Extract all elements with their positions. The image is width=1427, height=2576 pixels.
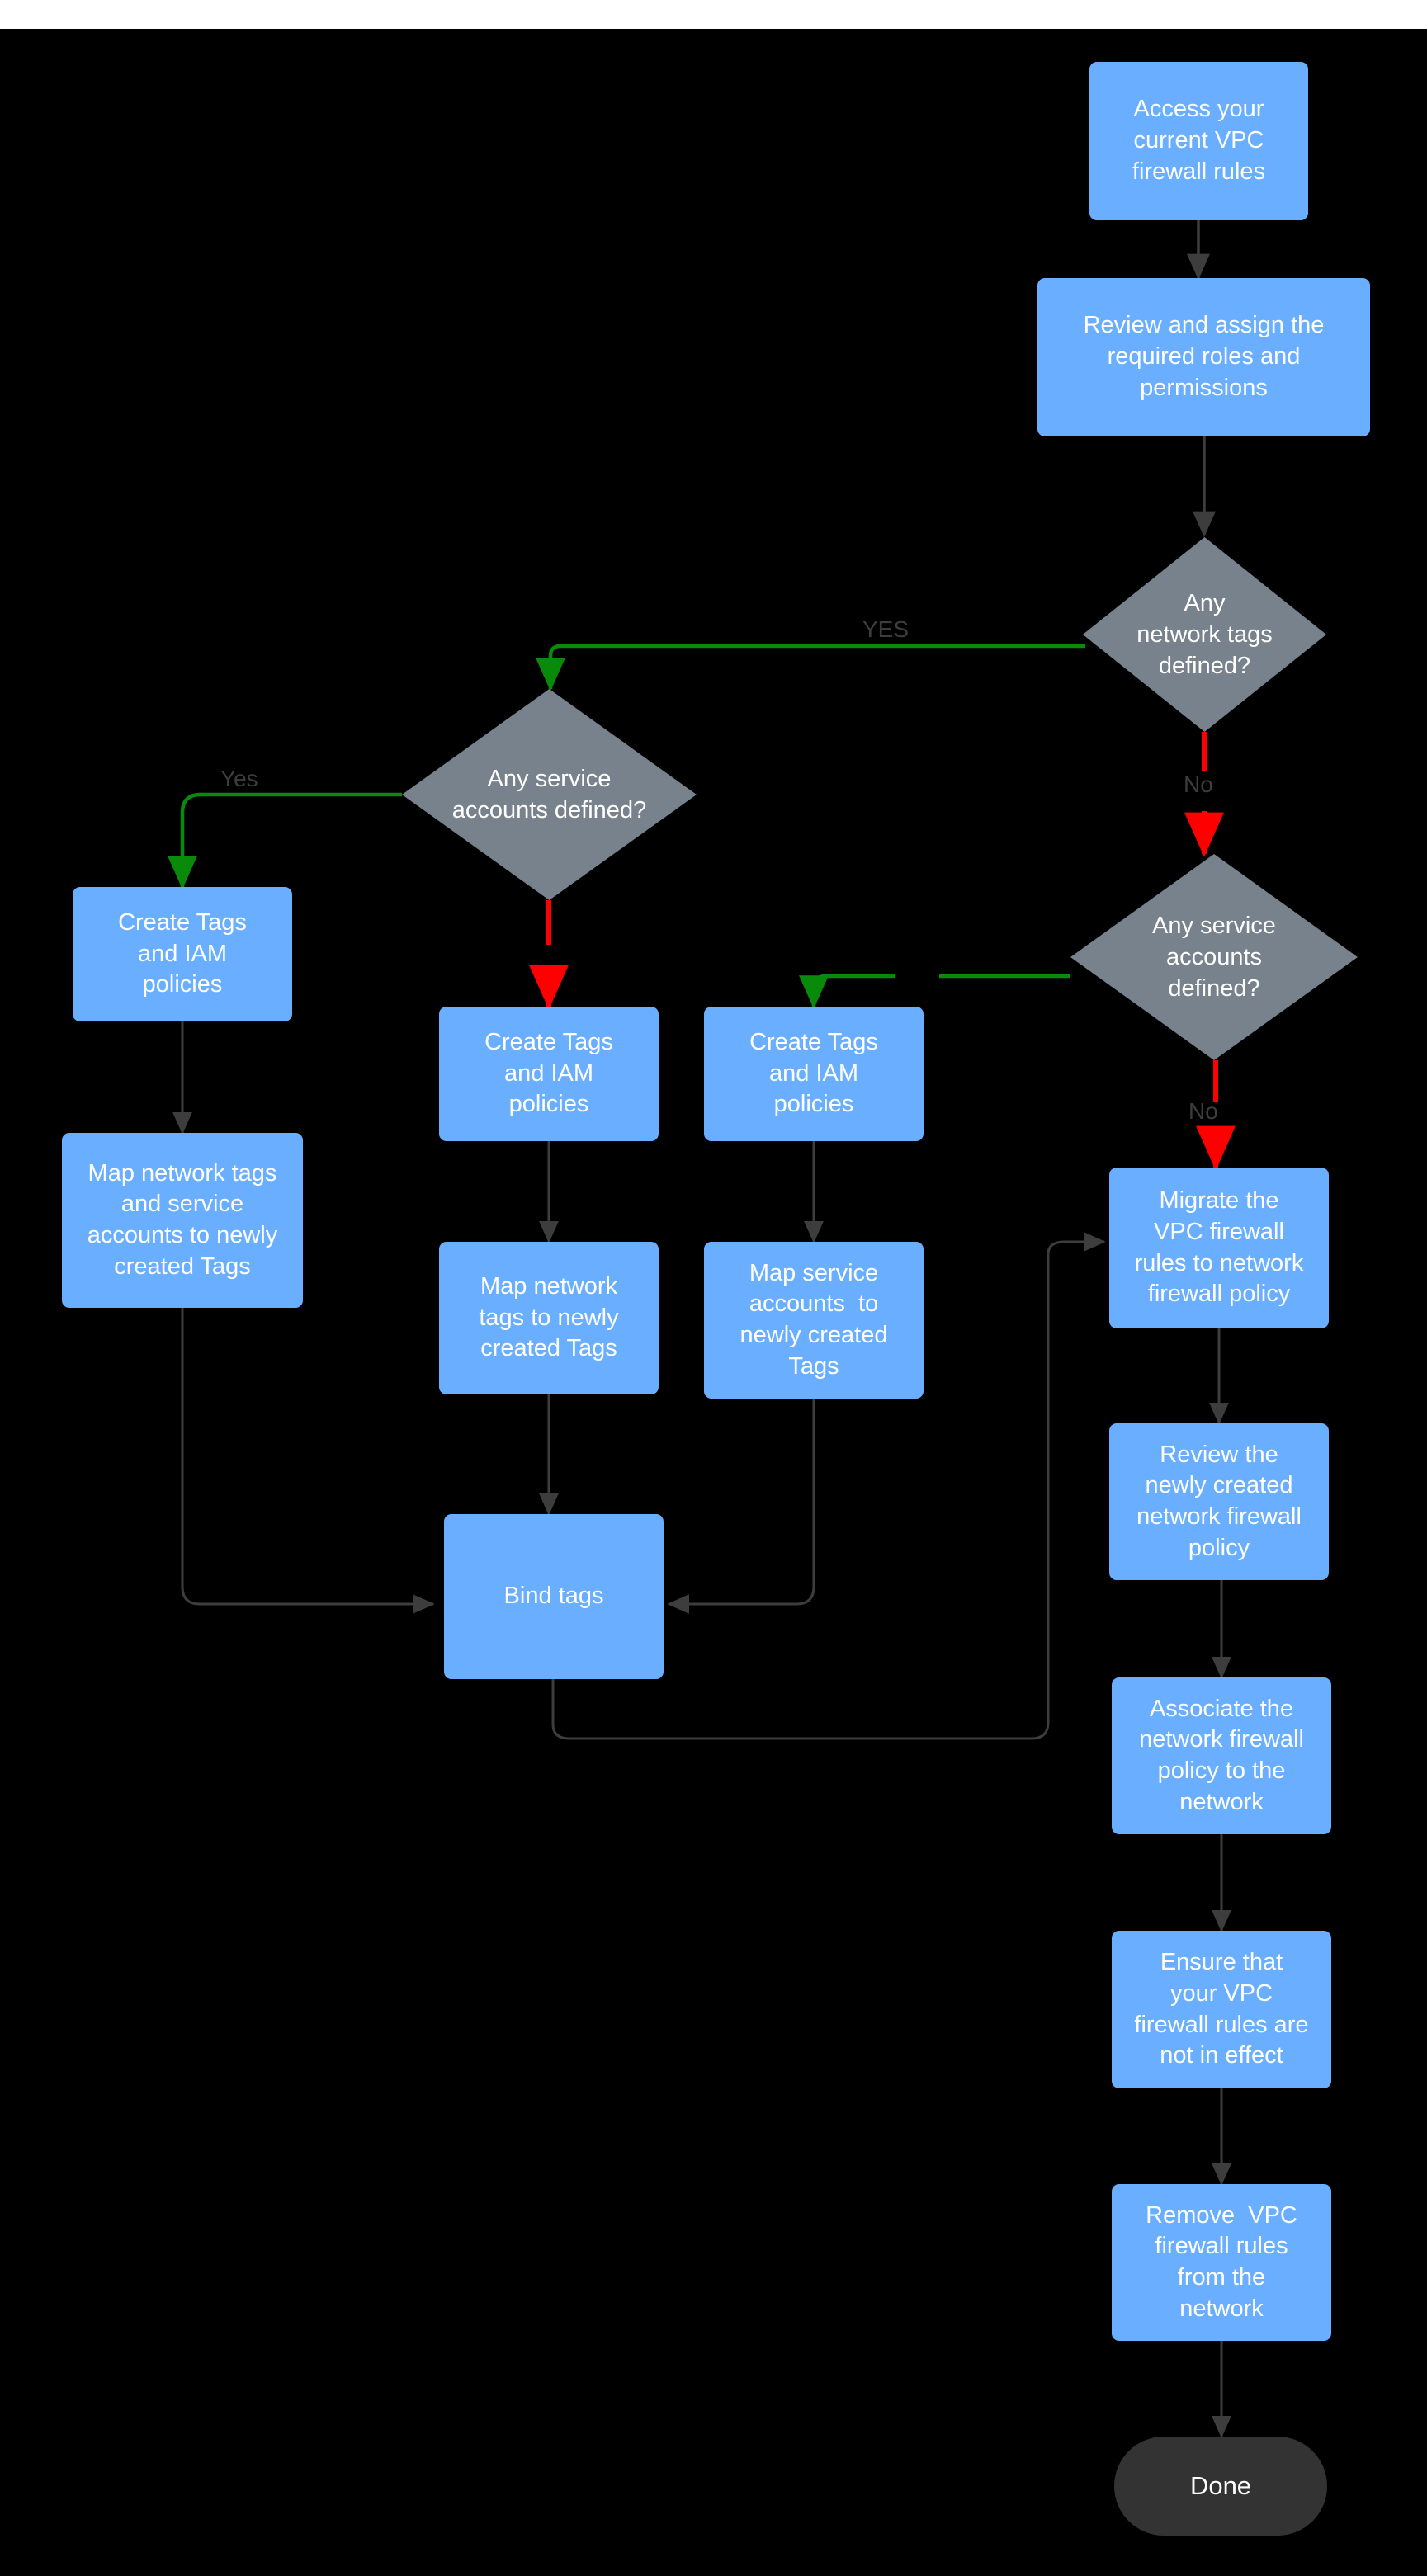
node-create-tags-right[interactable]: Create Tags and IAM policies — [704, 1007, 924, 1141]
node-label: Associate the network firewall policy to… — [1139, 1695, 1304, 1815]
node-label: Create Tags and IAM policies — [484, 1028, 613, 1118]
node-label: Create Tags and IAM policies — [749, 1028, 878, 1118]
node-access-rules[interactable]: Access your current VPC firewall rules — [1089, 62, 1308, 220]
top-white-margin — [0, 0, 1427, 29]
edge-qsvcleft-yes — [168, 792, 402, 889]
node-label: Done — [1189, 2470, 1252, 2500]
edge-qtags-yes — [536, 644, 1085, 691]
edge-qsvcright-yes-b — [799, 974, 895, 1009]
node-map-both[interactable]: Map network tags and service accounts to… — [62, 1133, 303, 1308]
node-q-service-left[interactable]: Any service accounts defined? — [402, 689, 697, 900]
node-label: Map network tags and service accounts to… — [87, 1159, 278, 1280]
node-done[interactable]: Done — [1114, 2437, 1327, 2536]
node-label: Any service accounts defined? — [1152, 912, 1276, 1003]
node-bind-tags[interactable]: Bind tags — [444, 1514, 664, 1679]
node-label: Map network tags to newly created Tags — [479, 1272, 619, 1362]
node-create-tags-left[interactable]: Create Tags and IAM policies — [73, 887, 292, 1021]
flowchart-canvas: Access your current VPC firewall rules R… — [0, 29, 1427, 2576]
edge-mapboth-to-bind — [181, 1308, 435, 1614]
node-label: Review and assign the required roles and… — [1083, 312, 1325, 401]
node-label: Remove VPC firewall rules from the netwo… — [1146, 2201, 1297, 2322]
node-label: Any service accounts defined? — [451, 765, 647, 823]
node-review-roles[interactable]: Review and assign the required roles and… — [1037, 278, 1370, 436]
node-remove-rules[interactable]: Remove VPC firewall rules from the netwo… — [1112, 2184, 1331, 2341]
edge-label-no-network-tags: No — [1184, 771, 1213, 797]
node-create-tags-mid[interactable]: Create Tags and IAM policies — [439, 1007, 659, 1141]
node-label: Map service accounts to newly created Ta… — [739, 1259, 888, 1380]
node-label: Bind tags — [503, 1583, 604, 1610]
node-label: Access your current VPC firewall rules — [1132, 96, 1266, 185]
edge-label-yes-service-left: Yes — [220, 766, 258, 791]
node-label: Ensure that your VPC firewall rules are … — [1134, 1949, 1309, 2069]
node-map-network-tags[interactable]: Map network tags to newly created Tags — [439, 1242, 659, 1394]
node-map-service-accounts[interactable]: Map service accounts to newly created Ta… — [704, 1242, 924, 1399]
edge-label-yes-network-tags: YES — [862, 616, 910, 642]
edge-label-no-service-right: No — [1188, 1098, 1218, 1124]
node-label: Create Tags and IAM policies — [118, 908, 247, 998]
edge-mapsvc-to-bind — [667, 1399, 815, 1614]
node-label: Migrate the VPC firewall rules to networ… — [1134, 1187, 1304, 1308]
node-associate-policy[interactable]: Associate the network firewall policy to… — [1112, 1677, 1331, 1834]
node-migrate-rules[interactable]: Migrate the VPC firewall rules to networ… — [1109, 1168, 1329, 1328]
node-q-network-tags[interactable]: Any network tags defined? — [1083, 537, 1326, 732]
node-q-service-right[interactable]: Any service accounts defined? — [1070, 854, 1358, 1060]
node-review-policy[interactable]: Review the newly created network firewal… — [1109, 1423, 1329, 1580]
node-label: Any network tags defined? — [1136, 589, 1273, 680]
node-label: Review the newly created network firewal… — [1136, 1441, 1302, 1561]
node-ensure-not-effect[interactable]: Ensure that your VPC firewall rules are … — [1112, 1931, 1331, 2088]
